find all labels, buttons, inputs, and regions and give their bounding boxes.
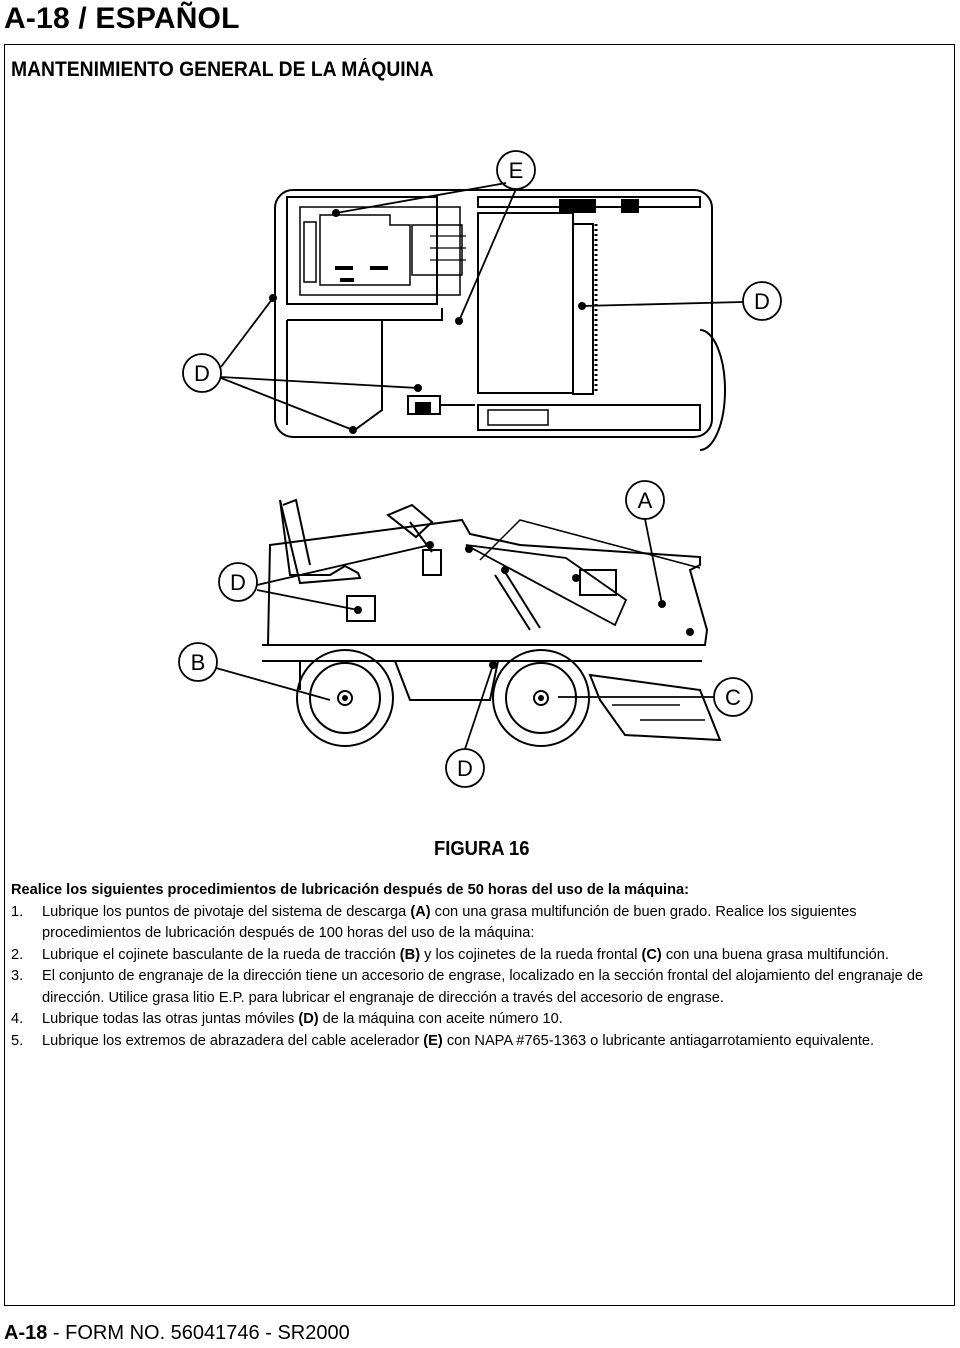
text-run: Lubrique los extremos de abrazadera del … xyxy=(42,1032,424,1049)
instructions-intro: Realice los siguientes procedimientos de… xyxy=(11,882,689,898)
text-run: con una grasa multifunción de buen grado… xyxy=(42,903,857,942)
text-run: Lubrique los puntos de pivotaje del sist… xyxy=(42,903,411,920)
callout-a: A xyxy=(638,488,653,513)
list-item: 4. Lubrique todas las otras juntas móvile… xyxy=(11,1009,946,1031)
list-item: 3. El conjunto de engranaje de la direcci… xyxy=(11,966,946,1009)
text-run: con NAPA #765-1363 o lubricante antiagar… xyxy=(442,1032,875,1049)
list-item-number: 3. xyxy=(11,968,24,984)
text-run: Lubrique todas las otras juntas móviles xyxy=(42,1011,299,1027)
text-run: Lubrique el cojinete basculante de la ru… xyxy=(42,946,400,963)
list-item-number: 4. xyxy=(11,1011,24,1027)
lubrication-diagram: E D D A D B C D xyxy=(178,150,782,788)
list-item-number: 5. xyxy=(11,1032,24,1049)
page-footer: A-18 - FORM NO. 56041746 - SR2000 xyxy=(4,1322,350,1345)
callout-d-bottom: D xyxy=(457,756,473,781)
instructions-list: 1. Lubrique los puntos de pivotaje del si… xyxy=(11,902,946,1053)
list-item: 1. Lubrique los puntos de pivotaje del si… xyxy=(11,902,946,945)
list-item: 5. Lubrique los extremos de abrazadera de… xyxy=(11,1031,946,1053)
page-header: A-18 / ESPAÑOL xyxy=(4,2,240,35)
list-item-text: Lubrique el cojinete basculante de la ru… xyxy=(42,945,946,967)
list-item-text: Lubrique los extremos de abrazadera del … xyxy=(42,1031,946,1053)
callout-e: E xyxy=(509,158,524,183)
text-run: con una buena grasa multifunción. xyxy=(661,946,889,963)
top-view-callouts xyxy=(182,150,782,431)
list-item-number: 1. xyxy=(11,903,24,920)
list-item-number: 2. xyxy=(11,946,24,963)
machine-top-view xyxy=(274,189,727,451)
list-item-text: Lubrique todas las otras juntas móviles … xyxy=(42,1009,946,1031)
list-item-text: Lubrique los puntos de pivotaje del sist… xyxy=(42,902,946,945)
text-run: de la máquina con aceite número 10. xyxy=(318,1011,563,1027)
text-run: El conjunto de engranaje de la dirección… xyxy=(42,968,924,1006)
reference-letter: (A) xyxy=(410,903,431,920)
reference-letter: (B) xyxy=(399,946,421,963)
list-item-text: El conjunto de engranaje de la dirección… xyxy=(42,966,946,1009)
callout-d-top-left: D xyxy=(194,361,210,386)
callout-d-top-right: D xyxy=(754,289,770,314)
callout-b: B xyxy=(191,650,206,675)
instructions: Realice los siguientes procedimientos de… xyxy=(11,880,946,1052)
callout-d-side: D xyxy=(230,570,246,595)
callout-c: C xyxy=(725,685,741,710)
footer-form-number: - FORM NO. 56041746 - SR2000 xyxy=(47,1322,350,1344)
machine-side-view xyxy=(262,498,722,747)
section-title: MANTENIMIENTO GENERAL DE LA MÁQUINA xyxy=(11,58,434,81)
side-view-callouts xyxy=(178,480,753,788)
list-item: 2. Lubrique el cojinete basculante de la … xyxy=(11,945,946,967)
footer-page-number: A-18 xyxy=(4,1322,48,1344)
text-run: y los cojinetes de la rueda frontal xyxy=(420,946,642,963)
reference-letter: (D) xyxy=(298,1011,319,1027)
reference-letter: (C) xyxy=(641,946,662,963)
reference-letter: (E) xyxy=(423,1032,443,1049)
page-frame xyxy=(4,44,955,1306)
figure-caption: FIGURA 16 xyxy=(434,838,530,860)
